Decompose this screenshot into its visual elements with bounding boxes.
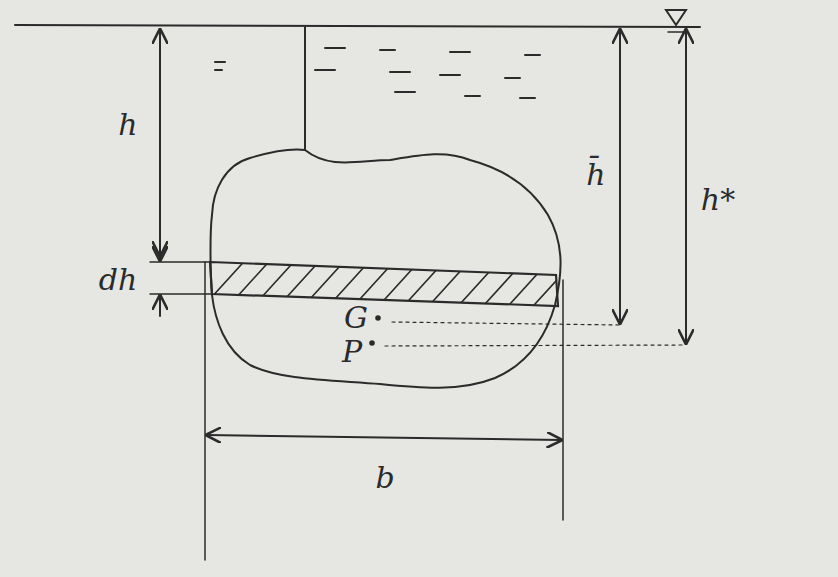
surface-symbol bbox=[666, 10, 686, 25]
dimension-label: P bbox=[342, 337, 362, 367]
dimension-label: h̄ bbox=[586, 160, 605, 190]
dimension-label: G bbox=[344, 303, 368, 333]
depth-arrow bbox=[159, 30, 161, 255]
free-surface bbox=[15, 25, 700, 27]
dimension-label: b bbox=[375, 463, 394, 493]
dimension-label: h bbox=[118, 110, 137, 140]
dimension-label: h* bbox=[701, 185, 735, 215]
width-arrow bbox=[207, 435, 561, 440]
pressure-centre-depth-arrow bbox=[685, 30, 687, 343]
wall-line bbox=[304, 27, 306, 150]
dimension-label: dh bbox=[99, 265, 138, 295]
plane-surface-outline bbox=[211, 149, 561, 387]
water-marks bbox=[215, 48, 540, 98]
centroid-depth-arrow bbox=[619, 30, 621, 323]
